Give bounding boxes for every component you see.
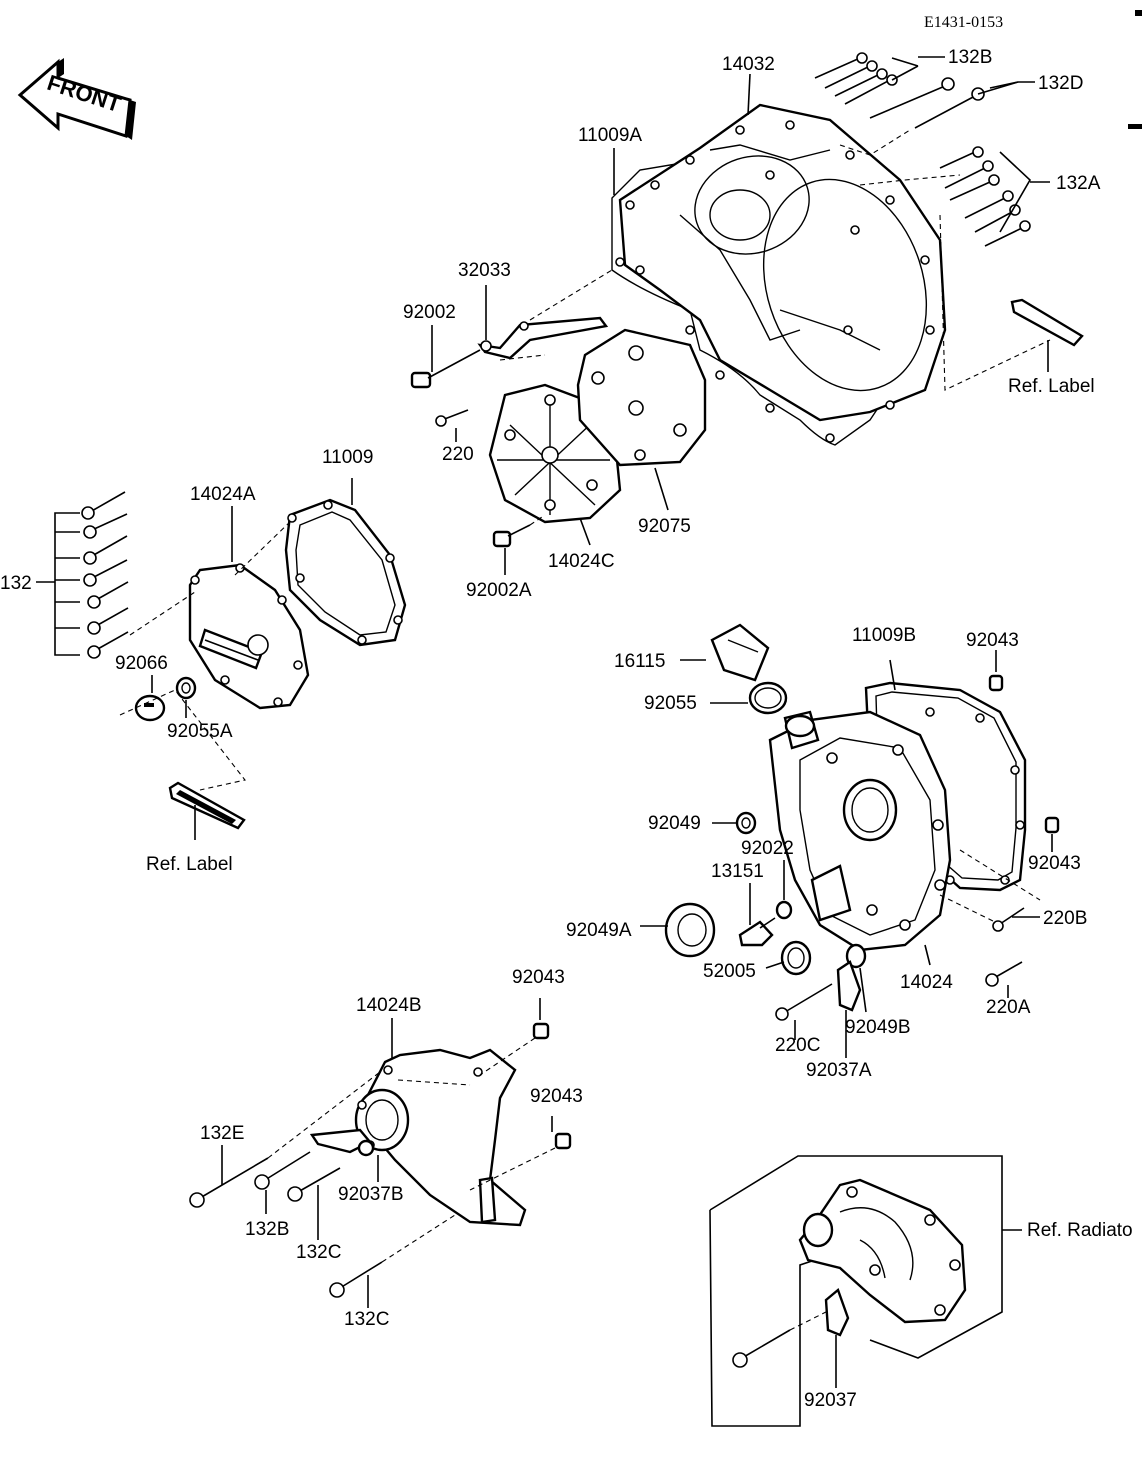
ref-label-plate-top bbox=[1010, 298, 1084, 347]
plug-92066 bbox=[134, 675, 166, 722]
clutch-cover-14032 bbox=[611, 103, 947, 446]
washer-92022 bbox=[775, 860, 793, 920]
bolt-132E bbox=[189, 1071, 381, 1208]
part-label-132: 132 bbox=[0, 573, 32, 594]
part-label-52005: 52005 bbox=[703, 961, 756, 982]
bolt-92002A bbox=[492, 514, 591, 575]
clamp-92037A bbox=[836, 960, 862, 1058]
cover-14024 bbox=[768, 710, 952, 966]
gasket-11009 bbox=[284, 478, 407, 647]
seal-92049 bbox=[712, 811, 757, 835]
bolt-132C-b bbox=[329, 1214, 456, 1308]
part-label-132B-top: 132B bbox=[948, 47, 992, 68]
bolts-132 bbox=[36, 491, 129, 659]
part-label-92037A: 92037A bbox=[806, 1060, 872, 1081]
part-label-92022: 92022 bbox=[741, 838, 794, 859]
part-label-92037: 92037 bbox=[804, 1390, 857, 1411]
leaders-top bbox=[613, 56, 1051, 391]
bolt-220C bbox=[775, 983, 833, 1040]
ref-label-top: Ref. Label bbox=[1008, 376, 1095, 397]
part-label-92055: 92055 bbox=[644, 693, 697, 714]
cover-14024B bbox=[354, 1018, 527, 1227]
part-label-11009B: 11009B bbox=[852, 625, 916, 646]
bolt-water-pump bbox=[732, 1309, 831, 1368]
ref-label-plate-left bbox=[168, 781, 246, 840]
part-label-92043-d: 92043 bbox=[530, 1086, 583, 1107]
part-label-132B-bottom: 132B bbox=[245, 1219, 289, 1240]
part-label-92075: 92075 bbox=[638, 516, 691, 537]
bolt-92002 bbox=[410, 325, 481, 389]
dowel-92043-c bbox=[479, 998, 550, 1076]
switch-13151 bbox=[738, 883, 776, 947]
seal-92049A bbox=[640, 902, 716, 958]
part-label-92037B: 92037B bbox=[338, 1184, 404, 1205]
part-label-92066: 92066 bbox=[115, 653, 168, 674]
filler-neck-cap-16115 bbox=[680, 623, 770, 682]
bolts-132A bbox=[939, 146, 1031, 247]
bolt-132B-bottom bbox=[254, 1151, 311, 1214]
part-label-220C: 220C bbox=[775, 1035, 820, 1056]
part-label-92002: 92002 bbox=[403, 302, 456, 323]
bolts-132D bbox=[869, 77, 985, 129]
part-label-32033: 32033 bbox=[458, 260, 511, 281]
part-label-92043-b: 92043 bbox=[1028, 853, 1081, 874]
front-arrow-icon: FRONT bbox=[17, 58, 136, 140]
diagram-code: E1431-0153 bbox=[924, 14, 1003, 31]
part-label-132C-b: 132C bbox=[344, 1309, 389, 1330]
bracket-32033 bbox=[477, 269, 613, 361]
oring-92055A bbox=[119, 676, 246, 791]
part-label-92049A: 92049A bbox=[566, 920, 632, 941]
clamp-92037B bbox=[309, 1128, 379, 1182]
part-label-92043-c: 92043 bbox=[512, 967, 565, 988]
dowel-92043-d bbox=[469, 1116, 572, 1191]
clamp-92037 bbox=[824, 1287, 850, 1388]
cover-14024A bbox=[129, 506, 310, 710]
part-label-14024B: 14024B bbox=[356, 995, 422, 1016]
part-label-14024: 14024 bbox=[900, 972, 953, 993]
part-label-14032: 14032 bbox=[722, 54, 775, 75]
part-label-220: 220 bbox=[442, 444, 474, 465]
dowel-92043-a bbox=[988, 650, 1004, 692]
part-label-92049B: 92049B bbox=[845, 1017, 911, 1038]
part-label-132A: 132A bbox=[1056, 173, 1101, 194]
screw-220 bbox=[435, 409, 469, 442]
part-label-132D: 132D bbox=[1038, 73, 1083, 94]
part-label-132C-a: 132C bbox=[296, 1242, 341, 1263]
seal-92049B bbox=[845, 943, 867, 1013]
gasket-92075 bbox=[576, 328, 707, 511]
part-label-16115: 16115 bbox=[614, 651, 665, 672]
dowel-92043-b bbox=[959, 816, 1060, 901]
part-label-92043-a: 92043 bbox=[966, 630, 1019, 651]
part-label-13151: 13151 bbox=[711, 861, 764, 882]
part-label-11009: 11009 bbox=[322, 447, 373, 468]
part-label-11009A: 11009A bbox=[578, 125, 642, 146]
bolts-132B-top bbox=[814, 52, 898, 105]
part-label-14024A: 14024A bbox=[190, 484, 256, 505]
registration-mark-top bbox=[1135, 10, 1142, 16]
oring-92055 bbox=[710, 681, 820, 750]
ref-radiator-label: Ref. Radiato bbox=[1027, 1220, 1133, 1241]
bolt-220B bbox=[939, 894, 1040, 932]
bolt-220A bbox=[985, 961, 1023, 998]
water-pump bbox=[798, 1178, 967, 1324]
registration-mark-mid bbox=[1128, 124, 1142, 129]
part-label-132E: 132E bbox=[200, 1123, 244, 1144]
part-label-220A: 220A bbox=[986, 997, 1031, 1018]
part-label-92002A: 92002A bbox=[466, 580, 532, 601]
bearing-52005 bbox=[765, 940, 812, 976]
bolt-132C-a bbox=[287, 1167, 341, 1240]
part-label-92055A: 92055A bbox=[167, 721, 233, 742]
part-label-14024C: 14024C bbox=[548, 551, 615, 572]
part-label-220B: 220B bbox=[1043, 908, 1087, 929]
part-label-92049: 92049 bbox=[648, 813, 701, 834]
ref-label-left: Ref. Label bbox=[146, 854, 233, 875]
